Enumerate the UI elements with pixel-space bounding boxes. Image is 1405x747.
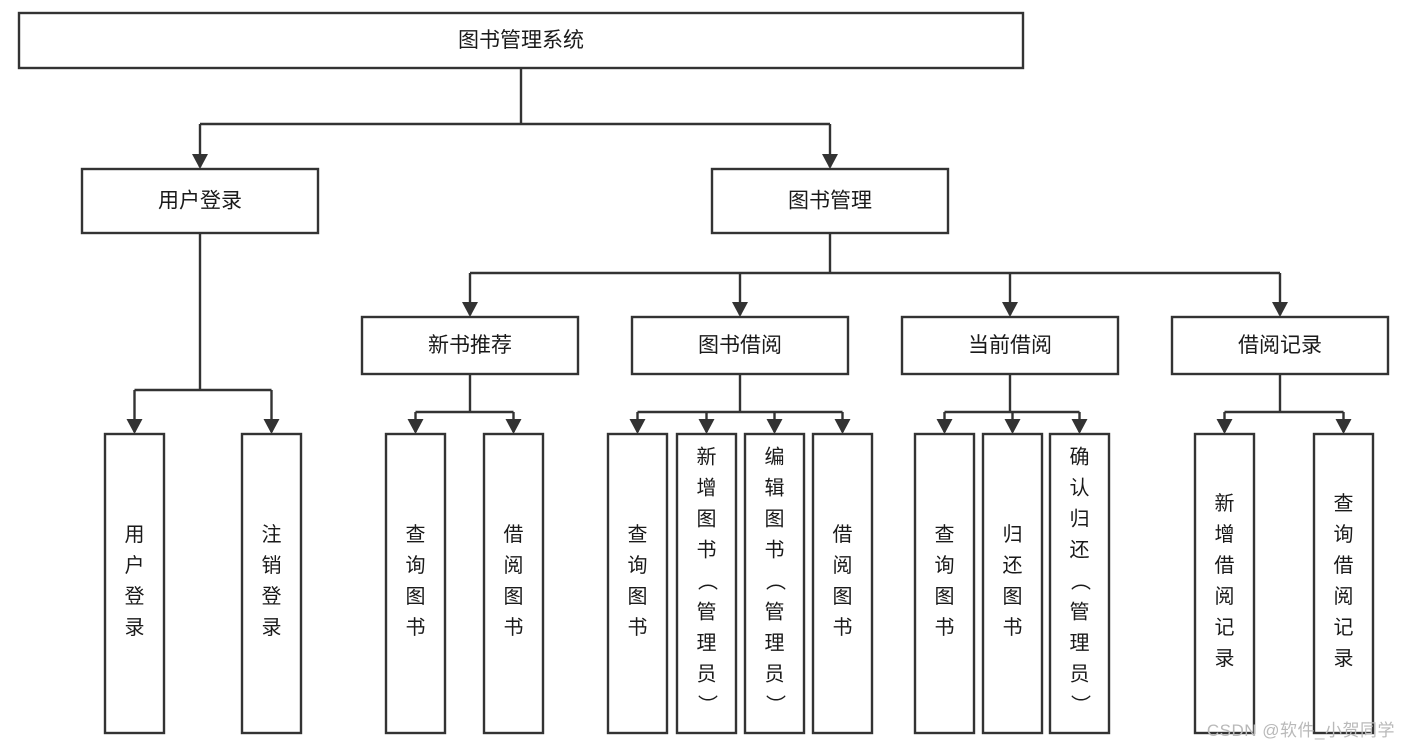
leaf-node-用户登录-0[interactable]: 用户登录 bbox=[103, 432, 166, 735]
level2-box[interactable] bbox=[710, 167, 950, 235]
leaf-label: 查询图书 bbox=[406, 523, 426, 639]
leaf-label: 查询图书 bbox=[935, 523, 955, 639]
arrow-head-icon bbox=[1004, 419, 1021, 434]
arrow-head-icon bbox=[698, 419, 715, 434]
leaf-node-编辑图书管理员-6[interactable]: 编辑图书（管理员） bbox=[743, 432, 806, 735]
arrow-head-icon bbox=[192, 154, 208, 169]
level3-node-2[interactable]: 当前借阅 bbox=[900, 315, 1120, 376]
node-layer: 用户登录图书管理新书推荐图书借阅当前借阅借阅记录图书管理系统用户登录注销登录查询… bbox=[17, 11, 1390, 735]
leaf-node-查询图书-4[interactable]: 查询图书 bbox=[606, 432, 669, 735]
arrow-head-icon bbox=[629, 419, 646, 434]
leaf-box[interactable] bbox=[1048, 432, 1111, 735]
level3-label: 新书推荐 bbox=[428, 334, 512, 357]
leaf-label: 新增图书（管理员） bbox=[697, 446, 718, 717]
level2-label: 图书管理 bbox=[788, 190, 872, 213]
arrow-head-icon bbox=[1272, 302, 1288, 317]
arrow-head-icon bbox=[505, 419, 522, 434]
level3-label: 图书借阅 bbox=[698, 334, 782, 357]
arrow-head-icon bbox=[1216, 419, 1233, 434]
arrow-head-icon bbox=[1335, 419, 1352, 434]
leaf-node-查询借阅记录-12[interactable]: 查询借阅记录 bbox=[1312, 432, 1375, 735]
arrow-head-icon bbox=[732, 302, 748, 317]
leaf-label: 归还图书 bbox=[1003, 523, 1023, 639]
connector-layer bbox=[126, 68, 1352, 434]
leaf-box[interactable] bbox=[1193, 432, 1256, 735]
leaf-node-归还图书-9[interactable]: 归还图书 bbox=[981, 432, 1044, 735]
leaf-box[interactable] bbox=[981, 432, 1044, 735]
leaf-box[interactable] bbox=[743, 432, 806, 735]
root-label: 图书管理系统 bbox=[458, 29, 584, 52]
leaf-box[interactable] bbox=[811, 432, 874, 735]
leaf-label: 注销登录 bbox=[262, 523, 282, 639]
leaf-node-注销登录-1[interactable]: 注销登录 bbox=[240, 432, 303, 735]
leaf-node-确认归还管理员-10[interactable]: 确认归还（管理员） bbox=[1048, 432, 1111, 735]
leaf-box[interactable] bbox=[606, 432, 669, 735]
level3-box[interactable] bbox=[1170, 315, 1390, 376]
leaf-box[interactable] bbox=[240, 432, 303, 735]
arrow-head-icon bbox=[766, 419, 783, 434]
level3-box[interactable] bbox=[900, 315, 1120, 376]
leaf-box[interactable] bbox=[913, 432, 976, 735]
level3-box[interactable] bbox=[630, 315, 850, 376]
leaf-label: 用户登录 bbox=[125, 524, 145, 639]
root-node-0[interactable]: 图书管理系统 bbox=[17, 11, 1025, 70]
leaf-box[interactable] bbox=[103, 432, 166, 735]
level3-box[interactable] bbox=[360, 315, 580, 376]
arrow-head-icon bbox=[462, 302, 478, 317]
level3-node-0[interactable]: 新书推荐 bbox=[360, 315, 580, 376]
leaf-label: 借阅图书 bbox=[504, 523, 524, 639]
leaf-box[interactable] bbox=[384, 432, 447, 735]
leaf-label: 查询图书 bbox=[628, 523, 648, 639]
level3-node-3[interactable]: 借阅记录 bbox=[1170, 315, 1390, 376]
leaf-box[interactable] bbox=[675, 432, 738, 735]
level2-node-0[interactable]: 用户登录 bbox=[80, 167, 320, 235]
leaf-label: 确认归还（管理员） bbox=[1070, 446, 1091, 717]
leaf-node-查询图书-8[interactable]: 查询图书 bbox=[913, 432, 976, 735]
leaf-node-借阅图书-7[interactable]: 借阅图书 bbox=[811, 432, 874, 735]
arrow-head-icon bbox=[407, 419, 424, 434]
arrow-head-icon bbox=[936, 419, 953, 434]
arrow-head-icon bbox=[1071, 419, 1088, 434]
leaf-node-新增借阅记录-11[interactable]: 新增借阅记录 bbox=[1193, 432, 1256, 735]
leaf-label: 新增借阅记录 bbox=[1215, 492, 1235, 670]
level2-box[interactable] bbox=[80, 167, 320, 235]
arrow-head-icon bbox=[822, 154, 838, 169]
leaf-node-查询图书-2[interactable]: 查询图书 bbox=[384, 432, 447, 735]
arrow-head-icon bbox=[1002, 302, 1018, 317]
arrow-head-icon bbox=[834, 419, 851, 434]
leaf-label: 编辑图书（管理员） bbox=[765, 446, 786, 717]
leaf-label: 查询借阅记录 bbox=[1334, 492, 1354, 670]
level3-node-1[interactable]: 图书借阅 bbox=[630, 315, 850, 376]
leaf-node-新增图书管理员-5[interactable]: 新增图书（管理员） bbox=[675, 432, 738, 735]
leaf-node-借阅图书-3[interactable]: 借阅图书 bbox=[482, 432, 545, 735]
level3-label: 当前借阅 bbox=[968, 334, 1052, 357]
leaf-label: 借阅图书 bbox=[833, 523, 853, 639]
watermark-text: CSDN @软件_小贺同学 bbox=[1206, 721, 1395, 740]
level3-label: 借阅记录 bbox=[1238, 334, 1322, 357]
level2-node-1[interactable]: 图书管理 bbox=[710, 167, 950, 235]
leaf-box[interactable] bbox=[1312, 432, 1375, 735]
leaf-box[interactable] bbox=[482, 432, 545, 735]
arrow-head-icon bbox=[126, 419, 143, 434]
arrow-head-icon bbox=[263, 419, 280, 434]
root-box[interactable] bbox=[17, 11, 1025, 70]
level2-label: 用户登录 bbox=[158, 190, 242, 213]
